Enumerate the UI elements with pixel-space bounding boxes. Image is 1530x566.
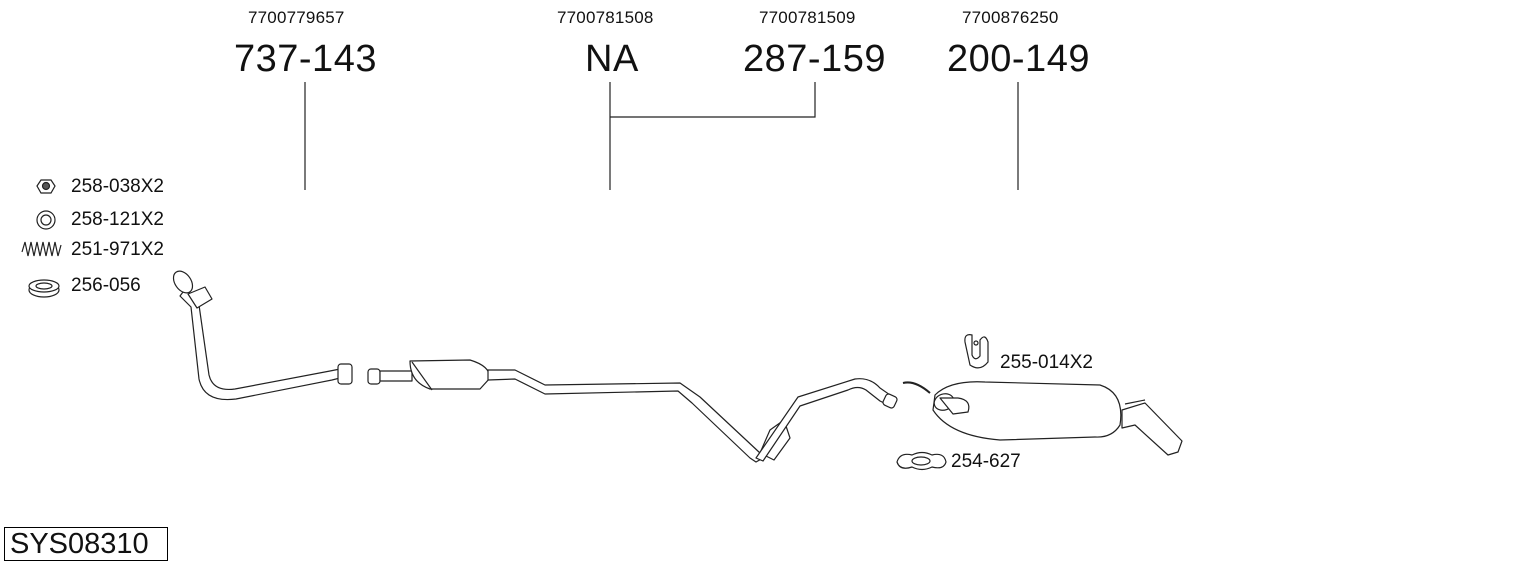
accessory-label-gasket-ring[interactable]: 256-056	[71, 275, 141, 296]
accessory-label-spring[interactable]: 251-971X2	[71, 239, 164, 260]
part-number-rear-muffler[interactable]: 200-149	[947, 38, 1090, 80]
accessory-label-clamp[interactable]: 254-627	[951, 451, 1021, 472]
part-number-center-muffler[interactable]: 287-159	[743, 38, 886, 80]
nut-icon	[36, 179, 56, 194]
rear-muffler[interactable]	[902, 381, 1183, 456]
clamp-icon	[896, 451, 947, 471]
accessory-label-washer[interactable]: 258-121X2	[71, 209, 164, 230]
part-number-front-pipe[interactable]: 737-143	[234, 38, 377, 80]
gasket-ring-icon	[28, 279, 60, 298]
washer-icon	[36, 210, 56, 230]
part-oe-number-center-muffler: 7700781509	[759, 8, 856, 27]
system-code-box: SYS08310	[4, 527, 168, 561]
rubber-hanger-icon	[964, 334, 989, 369]
part-oe-number-front-pipe: 7700779657	[248, 8, 345, 27]
accessory-label-nut[interactable]: 258-038X2	[71, 176, 164, 197]
part-oe-number-middle-pipe: 7700781508	[557, 8, 654, 27]
part-number-middle-pipe[interactable]: NA	[585, 38, 639, 80]
part-oe-number-rear-muffler: 7700876250	[962, 8, 1059, 27]
accessory-label-rubber-hanger[interactable]: 255-014X2	[1000, 352, 1093, 373]
middle-pipe[interactable]	[367, 359, 898, 463]
leader-line-center-muffler	[610, 82, 816, 118]
spring-icon	[21, 241, 62, 257]
front-pipe[interactable]	[170, 268, 353, 401]
